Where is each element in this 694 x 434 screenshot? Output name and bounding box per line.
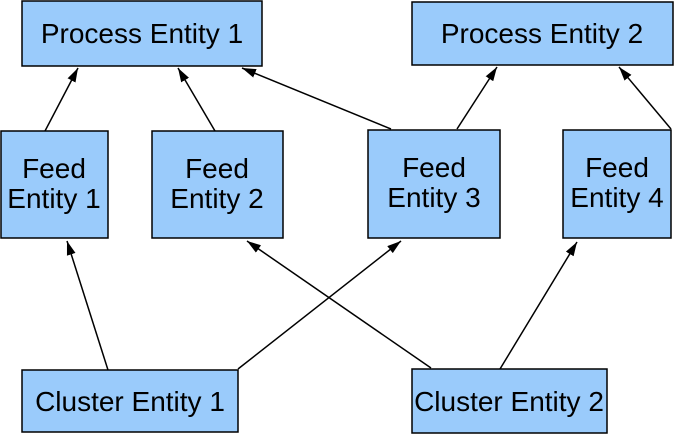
node-box [0, 130, 109, 239]
node-feed-entity-1: Feed Entity 1 [0, 130, 109, 239]
node-label: Cluster Entity 1 [35, 386, 225, 417]
edge-cluster1-to-feed1 [66, 240, 109, 371]
node-box [367, 129, 501, 239]
node-label: Entity 3 [387, 182, 480, 213]
node-label: Process Entity 1 [41, 18, 243, 49]
edge-cluster1-to-feed3 [237, 240, 402, 370]
edge-cluster2-to-feed4 [499, 241, 578, 370]
node-box [21, 369, 239, 433]
node-box [411, 1, 674, 66]
node-box [21, 0, 263, 67]
edge-feed1-to-process1 [44, 67, 79, 132]
node-box [411, 368, 608, 434]
edge-feed3-to-process1 [241, 67, 392, 130]
node-feed-entity-3: Feed Entity 3 [367, 129, 501, 239]
node-label: Entity 2 [170, 183, 263, 214]
node-cluster-entity-1: Cluster Entity 1 [21, 369, 239, 433]
edge-feed4-to-process2 [618, 66, 672, 130]
node-label: Entity 1 [7, 183, 100, 214]
node-label: Feed [402, 152, 466, 183]
node-box [151, 130, 284, 239]
node-cluster-entity-2: Cluster Entity 2 [411, 368, 608, 434]
node-box [562, 129, 672, 239]
node-feed-entity-2: Feed Entity 2 [151, 130, 284, 239]
edge-layer [44, 66, 672, 371]
node-label: Feed [185, 153, 249, 184]
node-process-entity-2: Process Entity 2 [411, 1, 674, 66]
node-label: Cluster Entity 2 [414, 386, 604, 417]
node-label: Feed [22, 153, 86, 184]
edge-feed3-to-process2 [456, 66, 498, 130]
node-label: Feed [585, 152, 649, 183]
edge-cluster2-to-feed2 [246, 240, 432, 369]
node-label: Entity 4 [570, 182, 663, 213]
node-label: Process Entity 2 [441, 18, 643, 49]
node-process-entity-1: Process Entity 1 [21, 0, 263, 67]
node-feed-entity-4: Feed Entity 4 [562, 129, 672, 239]
edge-feed2-to-process1 [177, 67, 216, 132]
